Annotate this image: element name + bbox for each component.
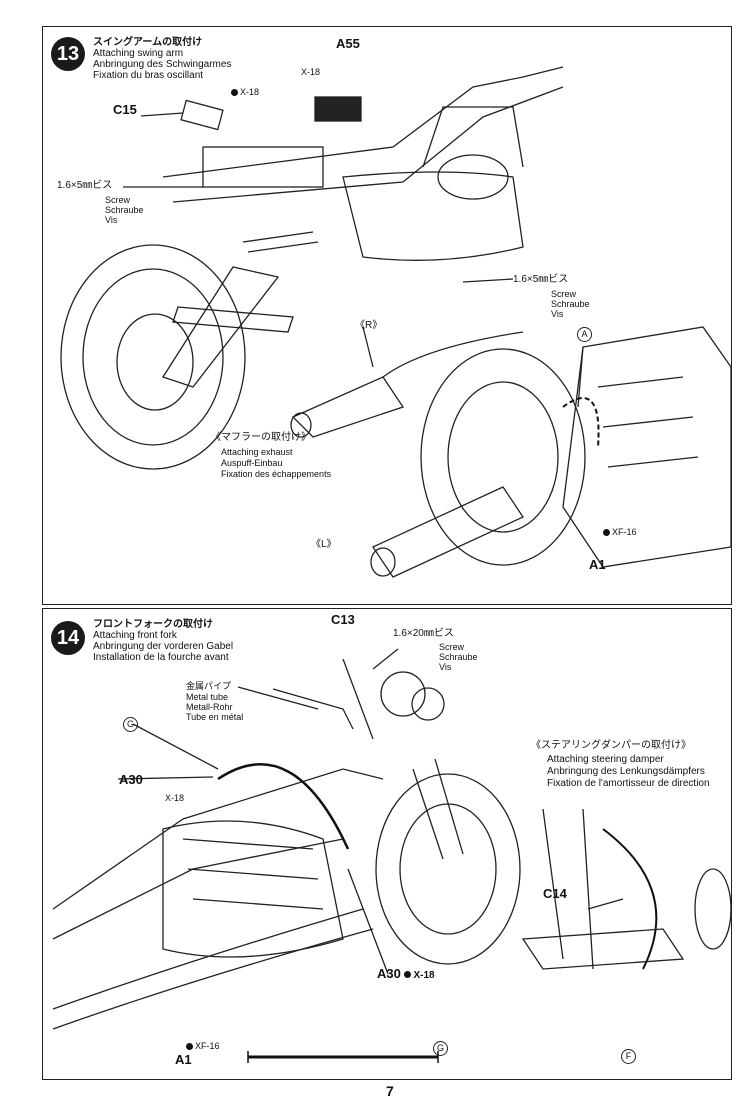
tube-jp: 金属パイプ <box>186 681 232 691</box>
step-number-badge: 14 <box>51 621 85 655</box>
marker-g: G <box>433 1041 448 1056</box>
paint-x18-label: X-18 <box>165 793 185 803</box>
step-14-title: フロントフォークの取付け Attaching front fork Anbrin… <box>93 619 233 663</box>
marker-a-circle: A <box>577 327 592 342</box>
paint-dot-icon <box>186 1043 193 1051</box>
screw-en: Screw <box>439 642 465 652</box>
part-a30-label: A30 X-18 <box>377 966 435 981</box>
paint-dot-icon <box>231 89 238 97</box>
title-de: Anbringung der vorderen Gabel <box>93 641 234 652</box>
marker-f-circle: F <box>621 1049 636 1064</box>
paint-xf16-label: XF-16 <box>603 527 637 537</box>
paint-code: XF-16 <box>612 527 637 537</box>
front-fork-illustration <box>52 648 731 1063</box>
title-en: Attaching swing arm <box>93 48 184 59</box>
damper-title-jp: 《ステアリングダンパーの取付け》 <box>531 740 691 751</box>
screw-fr: Vis <box>551 309 564 319</box>
tube-fr: Tube en métal <box>186 712 244 722</box>
part-a55-label: A55 <box>336 36 360 51</box>
step-number-badge: 13 <box>51 37 85 71</box>
screw-en: Screw <box>551 289 577 299</box>
paint-code: X-18 <box>413 970 435 981</box>
step-14-panel: 14 フロントフォークの取付け Attaching front fork Anb… <box>42 608 732 1080</box>
screw-de: Schraube <box>439 652 478 662</box>
marker-r: 《R》 <box>355 320 383 331</box>
damper-de: Anbringung des Lenkungsdämpfers <box>547 766 705 777</box>
screw-size-label: 1.6×5㎜ビス <box>57 180 113 191</box>
part-c14-label: C14 <box>543 886 567 901</box>
screw-fr: Vis <box>105 215 118 225</box>
part-a1-label: A1 <box>175 1052 192 1067</box>
exhaust-en: Attaching exhaust <box>221 447 293 457</box>
damper-fr: Fixation de l'amortisseur de direction <box>547 778 710 789</box>
tube-en: Metal tube <box>186 692 229 702</box>
marker-g-circle: G <box>123 717 138 732</box>
paint-code: XF-16 <box>195 1041 220 1051</box>
screw-en: Screw <box>105 195 131 205</box>
screw-de: Schraube <box>551 299 590 309</box>
exhaust-title-jp: 《マフラーの取付け》 <box>211 432 311 443</box>
part-a30-label: A30 <box>119 772 143 787</box>
damper-en: Attaching steering damper <box>547 754 664 765</box>
exhaust-de: Auspuff-Einbau <box>221 458 283 468</box>
marker-g: G <box>123 717 138 732</box>
screw-size-label: 1.6×5㎜ビス <box>513 274 569 285</box>
step-13-panel: 13 スイングアームの取付け Attaching swing arm Anbri… <box>42 26 732 605</box>
paint-dot-icon <box>404 971 412 979</box>
title-fr: Installation de la fourche avant <box>93 652 229 663</box>
title-de: Anbringung des Schwingarmes <box>93 59 232 70</box>
tube-de: Metall-Rohr <box>186 702 233 712</box>
part-c15-label: C15 <box>113 102 137 117</box>
paint-x18-label: X-18 <box>231 87 259 97</box>
marker-l: 《L》 <box>311 539 337 550</box>
title-fr: Fixation du bras oscillant <box>93 70 204 81</box>
page-number: 7 <box>386 1083 394 1099</box>
screw-de: Schraube <box>105 205 144 215</box>
screw-fr: Vis <box>439 662 452 672</box>
swing-arm-illustration <box>60 66 731 578</box>
marker-g-circle: G <box>433 1041 448 1056</box>
step-13-title: スイングアームの取付け Attaching swing arm Anbringu… <box>93 37 231 81</box>
marker-a: A <box>577 327 592 342</box>
paint-xf16-label: XF-16 <box>186 1041 220 1051</box>
exhaust-fr: Fixation des échappements <box>221 469 332 479</box>
part-a1-label: A1 <box>589 557 606 572</box>
paint-x18-label: X-18 <box>301 67 321 77</box>
marker-f: F <box>621 1049 636 1064</box>
title-jp: フロントフォークの取付け <box>93 619 213 630</box>
paint-code: X-18 <box>240 87 260 97</box>
paint-dot-icon <box>603 529 610 537</box>
title-jp: スイングアームの取付け <box>93 37 203 48</box>
part-c13-label: C13 <box>331 612 355 627</box>
title-en: Attaching front fork <box>93 630 177 641</box>
screw-size-label: 1.6×20㎜ビス <box>393 628 454 639</box>
part-code: A30 <box>377 966 401 981</box>
